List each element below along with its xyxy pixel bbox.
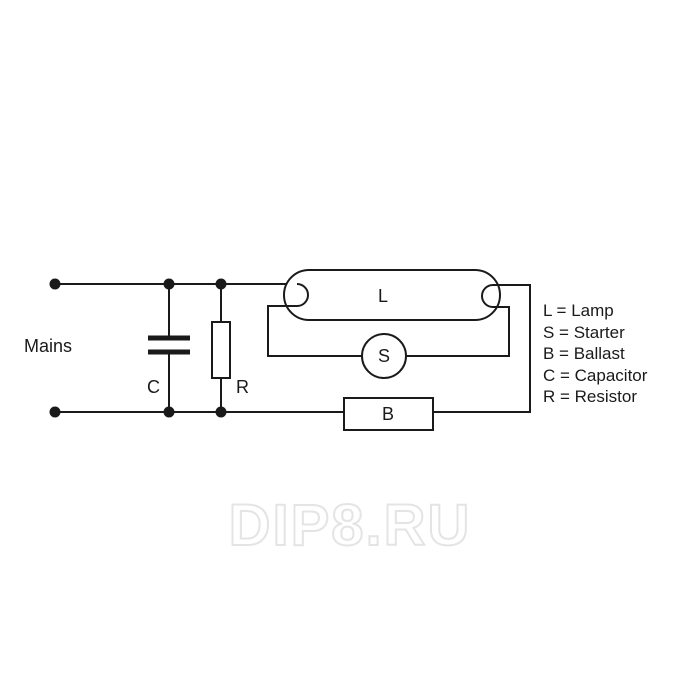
legend-item: C = Capacitor [543,366,648,385]
ballast-label: B [382,404,394,424]
mains-terminal-top [49,278,61,290]
legend-item: S = Starter [543,323,625,342]
junction-node [163,278,175,290]
junction-node [215,278,227,290]
starter-label: S [378,346,390,366]
resistor-label: R [236,377,249,397]
ballast [343,397,434,431]
junction-node [215,406,227,418]
starter-wire-right [406,306,510,357]
starter [361,333,407,379]
watermark: DIP8.RU [229,493,472,558]
legend: L = Lamp S = Starter B = Ballast C = Cap… [543,301,648,406]
legend-item: L = Lamp [543,301,614,320]
lamp-label: L [378,286,388,306]
capacitor [148,284,190,412]
capacitor-label: C [147,377,160,397]
lamp [283,269,501,321]
junction-node [163,406,175,418]
legend-item: R = Resistor [543,387,637,406]
legend-item: B = Ballast [543,344,625,363]
starter-wire-left [267,305,362,357]
mains-label: Mains [24,336,72,356]
mains-terminal-bottom [49,406,61,418]
right-wire [433,284,531,413]
resistor [211,284,231,412]
